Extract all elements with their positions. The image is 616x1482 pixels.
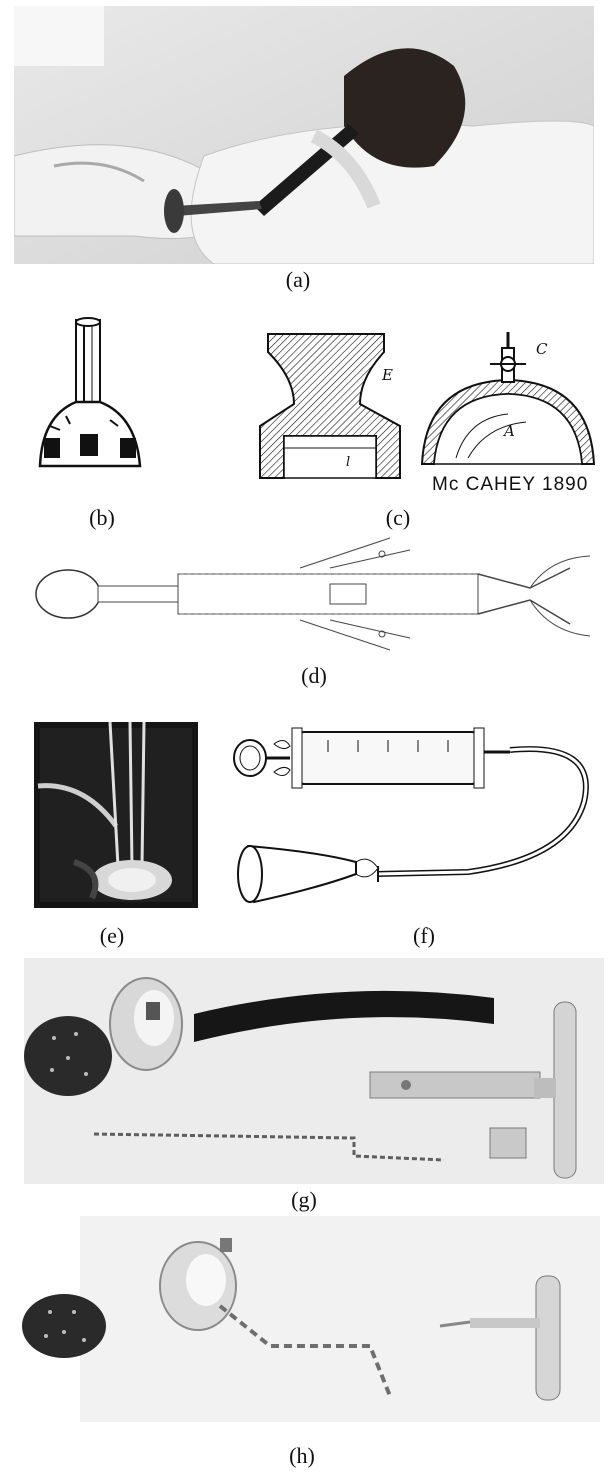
svg-text:l: l	[346, 455, 350, 470]
bell-tube-drawing	[38, 317, 142, 468]
panel-d-patent	[30, 528, 600, 660]
patent-cross-section: l E C A Mc CAHEY 1890	[259, 332, 596, 495]
caption-f: (f)	[413, 923, 435, 948]
caption-e: (e)	[99, 923, 125, 948]
syringe-patent-drawing	[35, 537, 591, 651]
caption-h: (h)	[289, 1443, 315, 1468]
hand-cup-photo	[14, 6, 594, 264]
panel-e-photo	[34, 722, 198, 908]
panel-g-photo	[24, 958, 604, 1184]
svg-text:A: A	[502, 422, 515, 440]
caption-g: (g)	[291, 1187, 317, 1212]
caption-b: (b)	[89, 505, 115, 530]
caption-c: (c)	[385, 505, 411, 530]
svg-text:E: E	[381, 366, 393, 384]
panel-b-drawing	[30, 316, 150, 476]
dark-tube-photo	[34, 722, 198, 908]
assembled-device-photo	[20, 1216, 600, 1422]
syringe-cup-drawing	[233, 727, 589, 904]
patent-stamp-text: Mc CAHEY 1890	[432, 474, 588, 495]
device-parts-photo	[24, 958, 604, 1184]
panel-a-photo	[14, 6, 594, 264]
panel-c-patent: l E C A Mc CAHEY 1890	[236, 318, 602, 498]
panel-f-drawing	[228, 722, 602, 918]
caption-d: (d)	[301, 663, 327, 688]
svg-text:C: C	[536, 340, 548, 358]
panel-h-photo	[20, 1216, 600, 1422]
caption-a: (a)	[285, 267, 311, 292]
